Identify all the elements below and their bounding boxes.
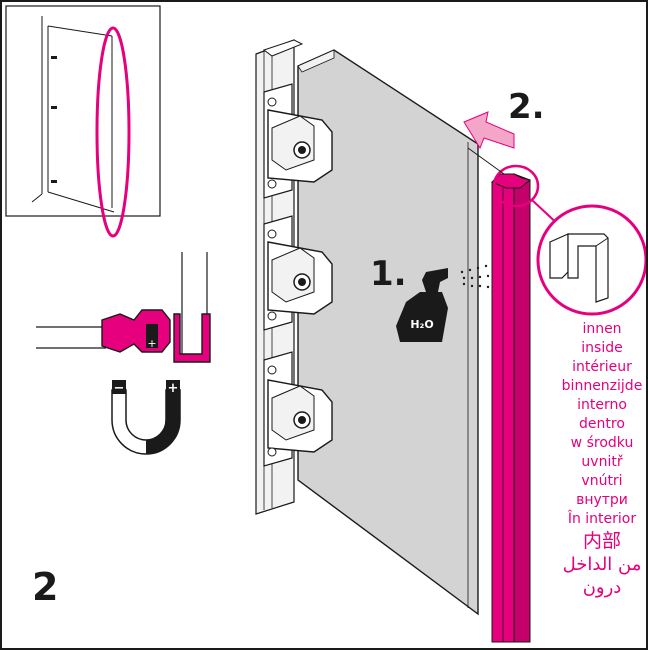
profile-cross-section: + [36,252,211,363]
inside-label: dentro [579,416,625,432]
detail-callout [536,204,646,316]
sub-step-1-label: 1. [370,254,407,294]
inside-label: inside [581,340,623,356]
detail-marker [492,164,540,208]
inside-label: binnenzijde [561,378,643,394]
overview-inset [5,5,161,238]
magnetic-profile [101,309,171,353]
sub-step-2-label: 2. [508,87,545,127]
spray-bottle-label: H₂O [410,318,433,331]
hinge-middle [263,215,333,331]
magnet-icon: − + [111,380,181,455]
arrow-icon [463,111,515,150]
step-number: 2 [32,565,59,609]
hinge-bottom [263,351,333,467]
inside-label: interno [577,397,627,413]
inside-label: În interior [567,511,637,527]
inside-label: w środku [570,435,634,451]
inside-label: intérieur [572,359,632,375]
inside-label: vnútri [581,473,623,489]
inside-label: uvnitř [581,454,623,470]
magnet-negative-pole: − [114,381,125,396]
inside-label: درون [582,577,622,598]
seal-strip [491,173,532,643]
spray-bottle-icon: H₂O [396,264,490,342]
glass-panel [297,49,479,616]
svg-text:+: + [147,337,156,350]
inside-labels-list: innen inside intérieur binnenzijde inter… [554,320,646,648]
inside-label: 内部 [582,530,621,552]
inside-label: внутри [576,492,628,508]
highlight-ellipse [95,26,131,238]
inside-label: من الداخل [562,554,642,575]
inside-label: innen [582,321,622,337]
magnet-positive-pole: + [168,381,179,396]
hinge-top [263,83,333,199]
